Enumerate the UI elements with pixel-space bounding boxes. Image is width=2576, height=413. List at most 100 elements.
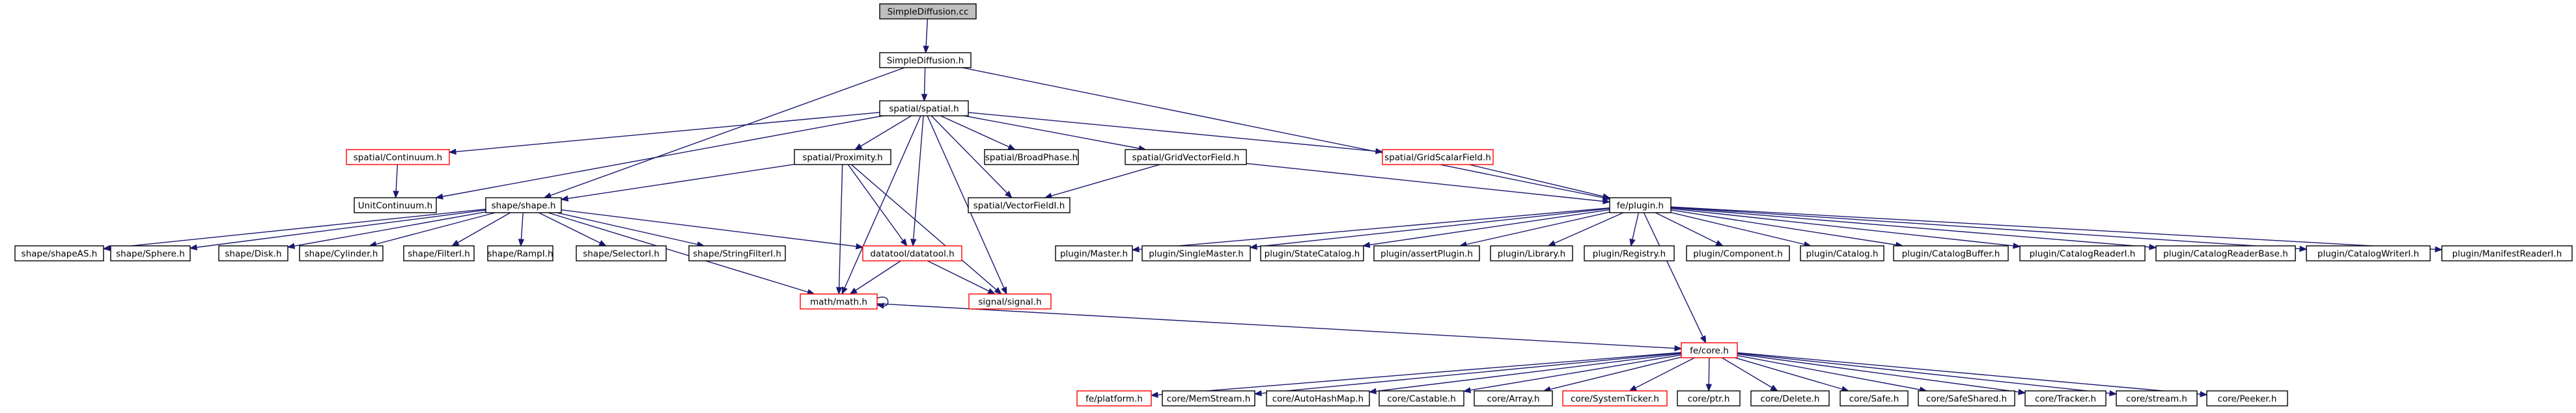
node-box (403, 245, 475, 261)
edge-plugin-to-library (1548, 212, 1624, 246)
node-datatool[interactable]: datatool/datatool.h (862, 245, 962, 261)
node-box (1584, 245, 1675, 261)
edge-shape-to-datatool (561, 209, 863, 248)
node-box (984, 149, 1079, 165)
node-label: plugin/StateCatalog.h (1265, 249, 1360, 260)
node-label: core/Delete.h (1761, 394, 1820, 405)
node-signal[interactable]: signal/signal.h (968, 293, 1052, 310)
node-statecatalog[interactable]: plugin/StateCatalog.h (1260, 245, 1364, 261)
edge-shape-to-rampI-arrowhead (518, 239, 525, 247)
node-catalogreaderbase[interactable]: plugin/CatalogReaderBase.h (2155, 245, 2296, 261)
edge-spatial-to-datatool-arrowhead (910, 239, 917, 247)
node-box (487, 245, 553, 261)
edge-datatool-to-signal-arrowhead (987, 288, 996, 295)
node-root: SimpleDiffusion.cc (879, 3, 977, 20)
edge-spatial-to-vecfield-arrowhead (1004, 191, 1013, 198)
node-shapeAS[interactable]: shape/shapeAS.h (14, 245, 104, 261)
edge-sdh-to-shape (544, 67, 905, 198)
node-box (485, 197, 562, 213)
node-box (110, 245, 191, 261)
edge-datatool-to-signal (927, 260, 995, 295)
node-label: core/stream.h (2126, 394, 2187, 405)
node-catalogwriterI[interactable]: plugin/CatalogWriterI.h (2306, 245, 2431, 261)
node-sphere[interactable]: shape/Sphere.h (110, 245, 191, 261)
edge-shape-to-disk-arrowhead (287, 243, 296, 249)
edge-plugin-to-component (1655, 212, 1723, 246)
node-ptr[interactable]: core/ptr.h (1677, 390, 1741, 406)
edge-proximity-to-shape-arrowhead (560, 195, 569, 202)
node-platform[interactable]: fe/platform.h (1076, 390, 1152, 406)
node-box (1055, 245, 1133, 261)
node-registry[interactable]: plugin/Registry.h (1584, 245, 1675, 261)
node-catalogreaderI[interactable]: plugin/CatalogReaderI.h (2019, 245, 2146, 261)
node-manifestreaderI[interactable]: plugin/ManifestReaderI.h (2441, 245, 2573, 261)
node-label: core/AutoHashMap.h (1272, 394, 1364, 405)
edge-spatial-to-proximity (854, 115, 912, 150)
node-assertplugin[interactable]: plugin/assertPlugin.h (1373, 245, 1480, 261)
node-catalog[interactable]: plugin/Catalog.h (1800, 245, 1884, 261)
node-safe[interactable]: core/Safe.h (1840, 390, 1909, 406)
node-cylinder[interactable]: shape/Cylinder.h (299, 245, 384, 261)
node-stream[interactable]: core/stream.h (2116, 390, 2198, 406)
node-array[interactable]: core/Array.h (1474, 390, 1553, 406)
node-box (1125, 149, 1247, 165)
edge-plugin-to-core-arrowhead (1700, 335, 1707, 344)
node-gridvec[interactable]: spatial/GridVectorField.h (1125, 149, 1247, 165)
node-filterI[interactable]: shape/FilterI.h (403, 245, 475, 261)
node-memstream[interactable]: core/MemStream.h (1162, 390, 1255, 406)
edge-shape-to-selectorI (539, 212, 606, 246)
edge-plugin-to-component-arrowhead (1715, 240, 1724, 246)
node-systemticker[interactable]: core/SystemTicker.h (1562, 390, 1668, 406)
edge-core-to-safe (1735, 357, 1849, 392)
node-stringfilter[interactable]: shape/StringFilterI.h (688, 245, 786, 261)
node-continuum[interactable]: spatial/Continuum.h (346, 149, 450, 165)
edge-plugin-to-catalogreaderI (1670, 207, 2021, 247)
graph-edges (102, 18, 2443, 398)
node-rampI[interactable]: shape/RampI.h (487, 245, 553, 261)
node-autohashmap[interactable]: core/AutoHashMap.h (1266, 390, 1370, 406)
node-tracker[interactable]: core/Tracker.h (2024, 390, 2107, 406)
node-spatial[interactable]: spatial/spatial.h (879, 100, 969, 116)
node-castable[interactable]: core/Castable.h (1379, 390, 1464, 406)
edge-gridvec-to-plugin-arrowhead (1603, 198, 1611, 205)
node-selectorI[interactable]: shape/SelectorI.h (576, 245, 667, 261)
node-master[interactable]: plugin/Master.h (1055, 245, 1133, 261)
edge-shape-to-sphere-arrowhead (189, 244, 198, 250)
node-plugin[interactable]: fe/plugin.h (1609, 197, 1672, 213)
node-broad[interactable]: spatial/BroadPhase.h (984, 149, 1079, 165)
node-catalogbuffer[interactable]: plugin/CatalogBuffer.h (1893, 245, 2009, 261)
node-label: plugin/SingleMaster.h (1149, 249, 1244, 260)
node-sdh[interactable]: SimpleDiffusion.h (879, 52, 972, 68)
node-box (688, 245, 786, 261)
node-disk[interactable]: shape/Disk.h (218, 245, 288, 261)
edge-plugin-to-library-arrowhead (1547, 240, 1556, 246)
node-label: shape/SelectorI.h (583, 249, 660, 260)
node-label: spatial/Proximity.h (802, 153, 882, 163)
node-library[interactable]: plugin/Library.h (1490, 245, 1573, 261)
edge-plugin-to-manifestreaderI (1670, 206, 2443, 250)
node-label: plugin/CatalogWriterI.h (2317, 249, 2419, 260)
node-math[interactable]: math/math.h (800, 293, 878, 310)
node-unitcont[interactable]: UnitContinuum.h (354, 197, 437, 213)
edge-gridvec-to-plugin (1246, 163, 1610, 203)
node-proximity[interactable]: spatial/Proximity.h (794, 149, 891, 165)
node-label: core/MemStream.h (1167, 394, 1251, 405)
node-box (1373, 245, 1480, 261)
node-label: plugin/CatalogBuffer.h (1902, 249, 2000, 260)
node-gridscalar[interactable]: spatial/GridScalarField.h (1382, 149, 1494, 165)
node-peeker[interactable]: core/Peeker.h (2206, 390, 2288, 406)
edge-core-to-stream-arrowhead (2109, 390, 2118, 397)
node-core[interactable]: fe/core.h (1681, 342, 1738, 358)
edge-shape-to-disk (287, 211, 486, 248)
node-singlemaster[interactable]: plugin/SingleMaster.h (1141, 245, 1251, 261)
node-vecfield[interactable]: spatial/VectorFieldI.h (968, 197, 1071, 213)
edge-plugin-to-catalogbuffer (1670, 209, 1903, 246)
node-shape[interactable]: shape/shape.h (485, 197, 562, 213)
node-component[interactable]: plugin/Component.h (1686, 245, 1790, 261)
node-delete[interactable]: core/Delete.h (1750, 390, 1830, 406)
node-label: shape/Cylinder.h (305, 249, 378, 260)
node-label: core/Castable.h (1387, 394, 1456, 405)
edge-plugin-to-singlemaster (1250, 207, 1610, 248)
node-safeshared[interactable]: core/SafeShared.h (1918, 390, 2015, 406)
edge-spatial-to-signal-arrowhead (1001, 286, 1007, 295)
